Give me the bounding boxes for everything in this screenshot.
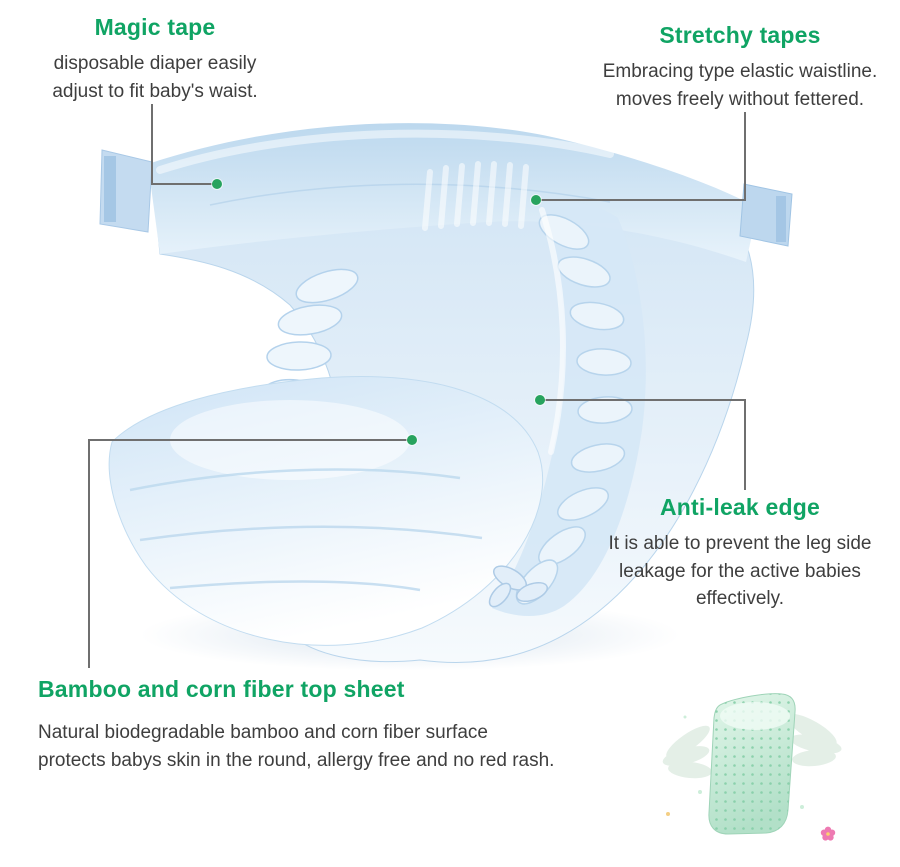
stretchy-tapes-desc-line-1: Embracing type elastic waistline. <box>602 61 878 82</box>
top-sheet-title: Bamboo and corn fiber top sheet <box>38 676 405 702</box>
left-tape-tab <box>99 149 153 233</box>
callout-anti-leak-edge: Anti-leak edge It is able to prevent the… <box>585 494 895 613</box>
angel-wings <box>662 713 842 779</box>
right-tape-tab <box>739 183 793 247</box>
callout-magic-tape: Magic tape disposable diaper easily adju… <box>25 14 285 105</box>
yellow-speck <box>666 812 670 816</box>
bamboo-pad-illustration <box>662 693 842 841</box>
stretchy-tapes-callout-line-horizontal <box>541 199 746 201</box>
diaper-illustration <box>99 123 793 671</box>
anti-leak-target-dot <box>535 395 545 405</box>
panel-folds <box>129 468 483 592</box>
top-sheet-desc-line-1: Natural biodegradable bamboo and corn fi… <box>38 722 488 743</box>
stretchy-tapes-callout-line-vertical <box>744 112 746 201</box>
top-sheet-callout-line-horizontal <box>88 439 409 441</box>
stretchy-tapes-target-dot <box>531 195 541 205</box>
magic-tape-callout-line-horizontal <box>151 183 213 185</box>
magic-tape-callout-line-vertical <box>151 104 153 185</box>
callout-top-sheet: Bamboo and corn fiber top sheet Natural … <box>38 676 678 774</box>
callout-stretchy-tapes: Stretchy tapes Embracing type elastic wa… <box>575 22 900 113</box>
bottom-crumple <box>488 565 549 608</box>
anti-leak-desc-line-2: leakage for the active babies <box>619 560 861 582</box>
waistband-highlight <box>156 129 614 174</box>
magic-tape-target-dot <box>212 179 222 189</box>
magic-tape-title: Magic tape <box>94 14 216 40</box>
anti-leak-callout-line-vertical <box>744 399 746 490</box>
anti-leak-callout-line-horizontal <box>544 399 746 401</box>
top-sheet-callout-line-vertical <box>88 439 90 668</box>
sparkle-dots <box>683 715 804 809</box>
waistband-fold <box>209 183 611 206</box>
ruffle-highlight <box>539 207 566 455</box>
pad-sheen <box>720 702 790 730</box>
top-sheet-desc-line-2: protects babys skin in the round, allerg… <box>38 749 555 771</box>
pink-flower-icon <box>820 826 836 841</box>
stretchy-tapes-title: Stretchy tapes <box>659 22 821 48</box>
magic-tape-desc-line-1: disposable diaper easily <box>53 53 257 74</box>
top-sheet-target-dot <box>407 435 417 445</box>
elastic-pleats <box>422 161 529 231</box>
anti-leak-title: Anti-leak edge <box>659 494 820 520</box>
anti-leak-desc-line-1: It is able to prevent the leg side <box>608 533 872 554</box>
anti-leak-desc-line-3: effectively. <box>695 588 784 610</box>
magic-tape-desc-line-2: adjust to fit baby's waist. <box>52 80 258 102</box>
stretchy-tapes-desc-line-2: moves freely without fettered. <box>615 88 865 110</box>
